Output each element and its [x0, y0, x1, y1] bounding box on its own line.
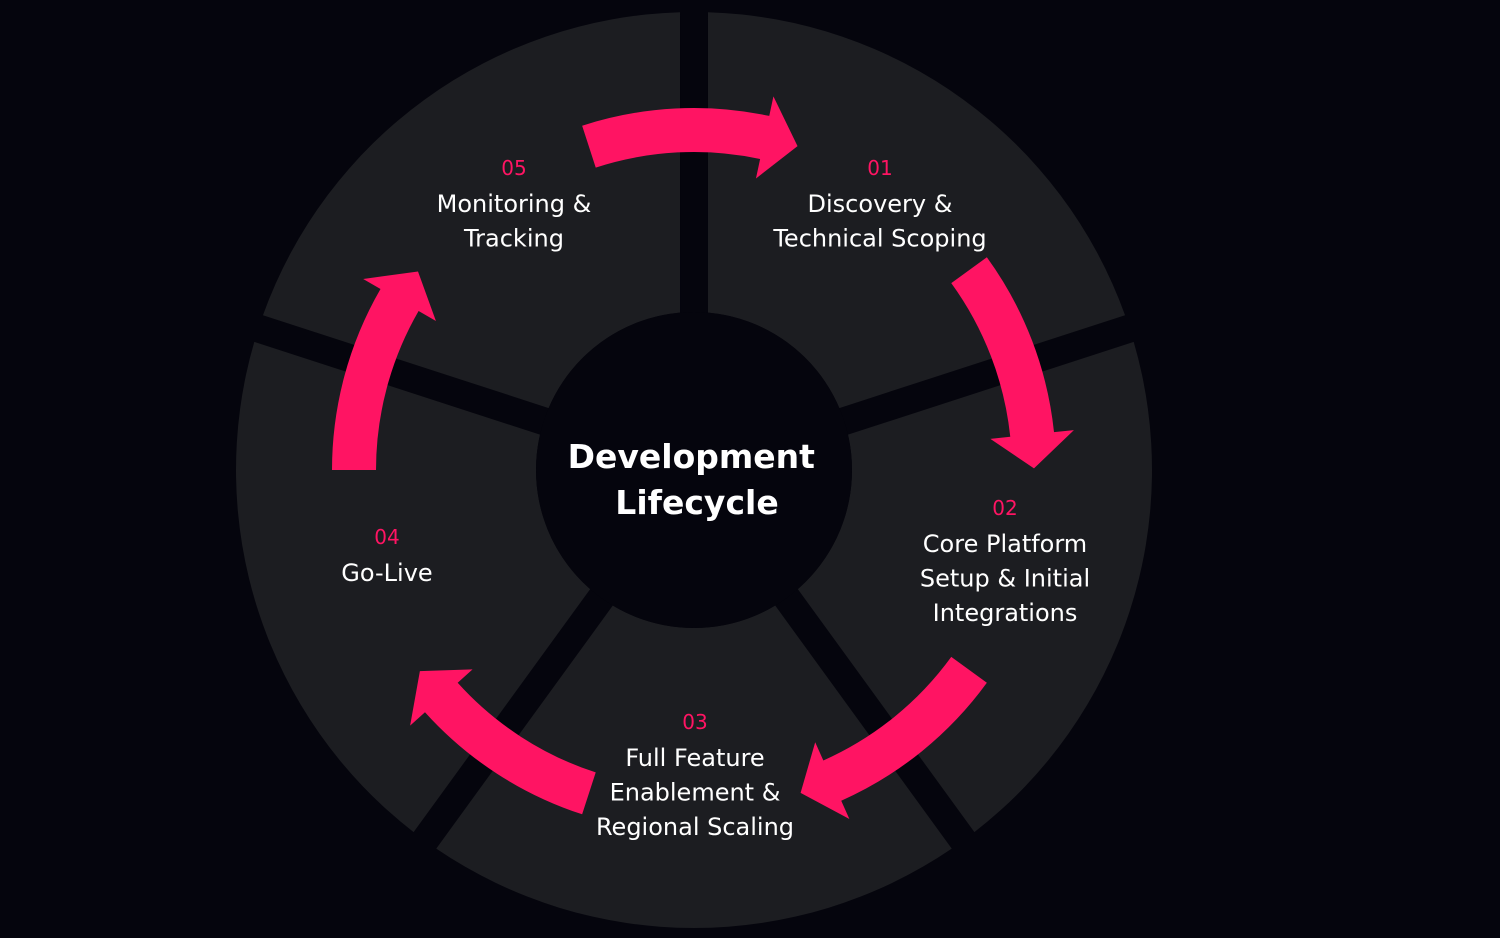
- stage-title-line: Technical Scoping: [772, 225, 986, 253]
- stage-title-line: Discovery &: [808, 190, 953, 218]
- stage-title-line: Setup & Initial: [920, 565, 1090, 593]
- segment-01: [707, 12, 1126, 409]
- cycle-arrow-icon: [410, 669, 596, 815]
- segment-03: [436, 605, 952, 929]
- cycle-arrow-icon: [951, 257, 1074, 469]
- stage-title-line: Monitoring &: [437, 190, 592, 218]
- stage-title-line: Core Platform: [923, 530, 1087, 558]
- segment-05: [262, 12, 681, 409]
- center-hub: [536, 312, 852, 628]
- stage-title-line: Tracking: [463, 225, 564, 253]
- stage-title-line: Enablement &: [610, 779, 781, 807]
- stage-number: 01: [867, 156, 892, 180]
- stage-title-line: Go-Live: [341, 559, 432, 587]
- wheel-segments: [235, 12, 1152, 929]
- center-title-line-1: Development: [568, 437, 816, 476]
- segment-04: [235, 341, 591, 833]
- stage-title-line: Full Feature: [625, 744, 764, 772]
- cycle-arrow-icon: [332, 271, 436, 470]
- stage-number: 02: [992, 496, 1017, 520]
- stage-number: 05: [501, 156, 526, 180]
- cycle-arrow-icon: [800, 656, 987, 819]
- segment-02: [797, 341, 1152, 833]
- center-title-line-2: Lifecycle: [615, 483, 778, 522]
- cycle-arrow-icon: [582, 96, 798, 179]
- stage-title-line: Regional Scaling: [596, 813, 794, 841]
- stage-number: 04: [374, 525, 399, 549]
- cycle-arrows: [332, 96, 1074, 819]
- center-title: Development Lifecycle: [568, 437, 827, 522]
- stage-title-line: Integrations: [933, 599, 1078, 627]
- stage-number: 03: [682, 710, 707, 734]
